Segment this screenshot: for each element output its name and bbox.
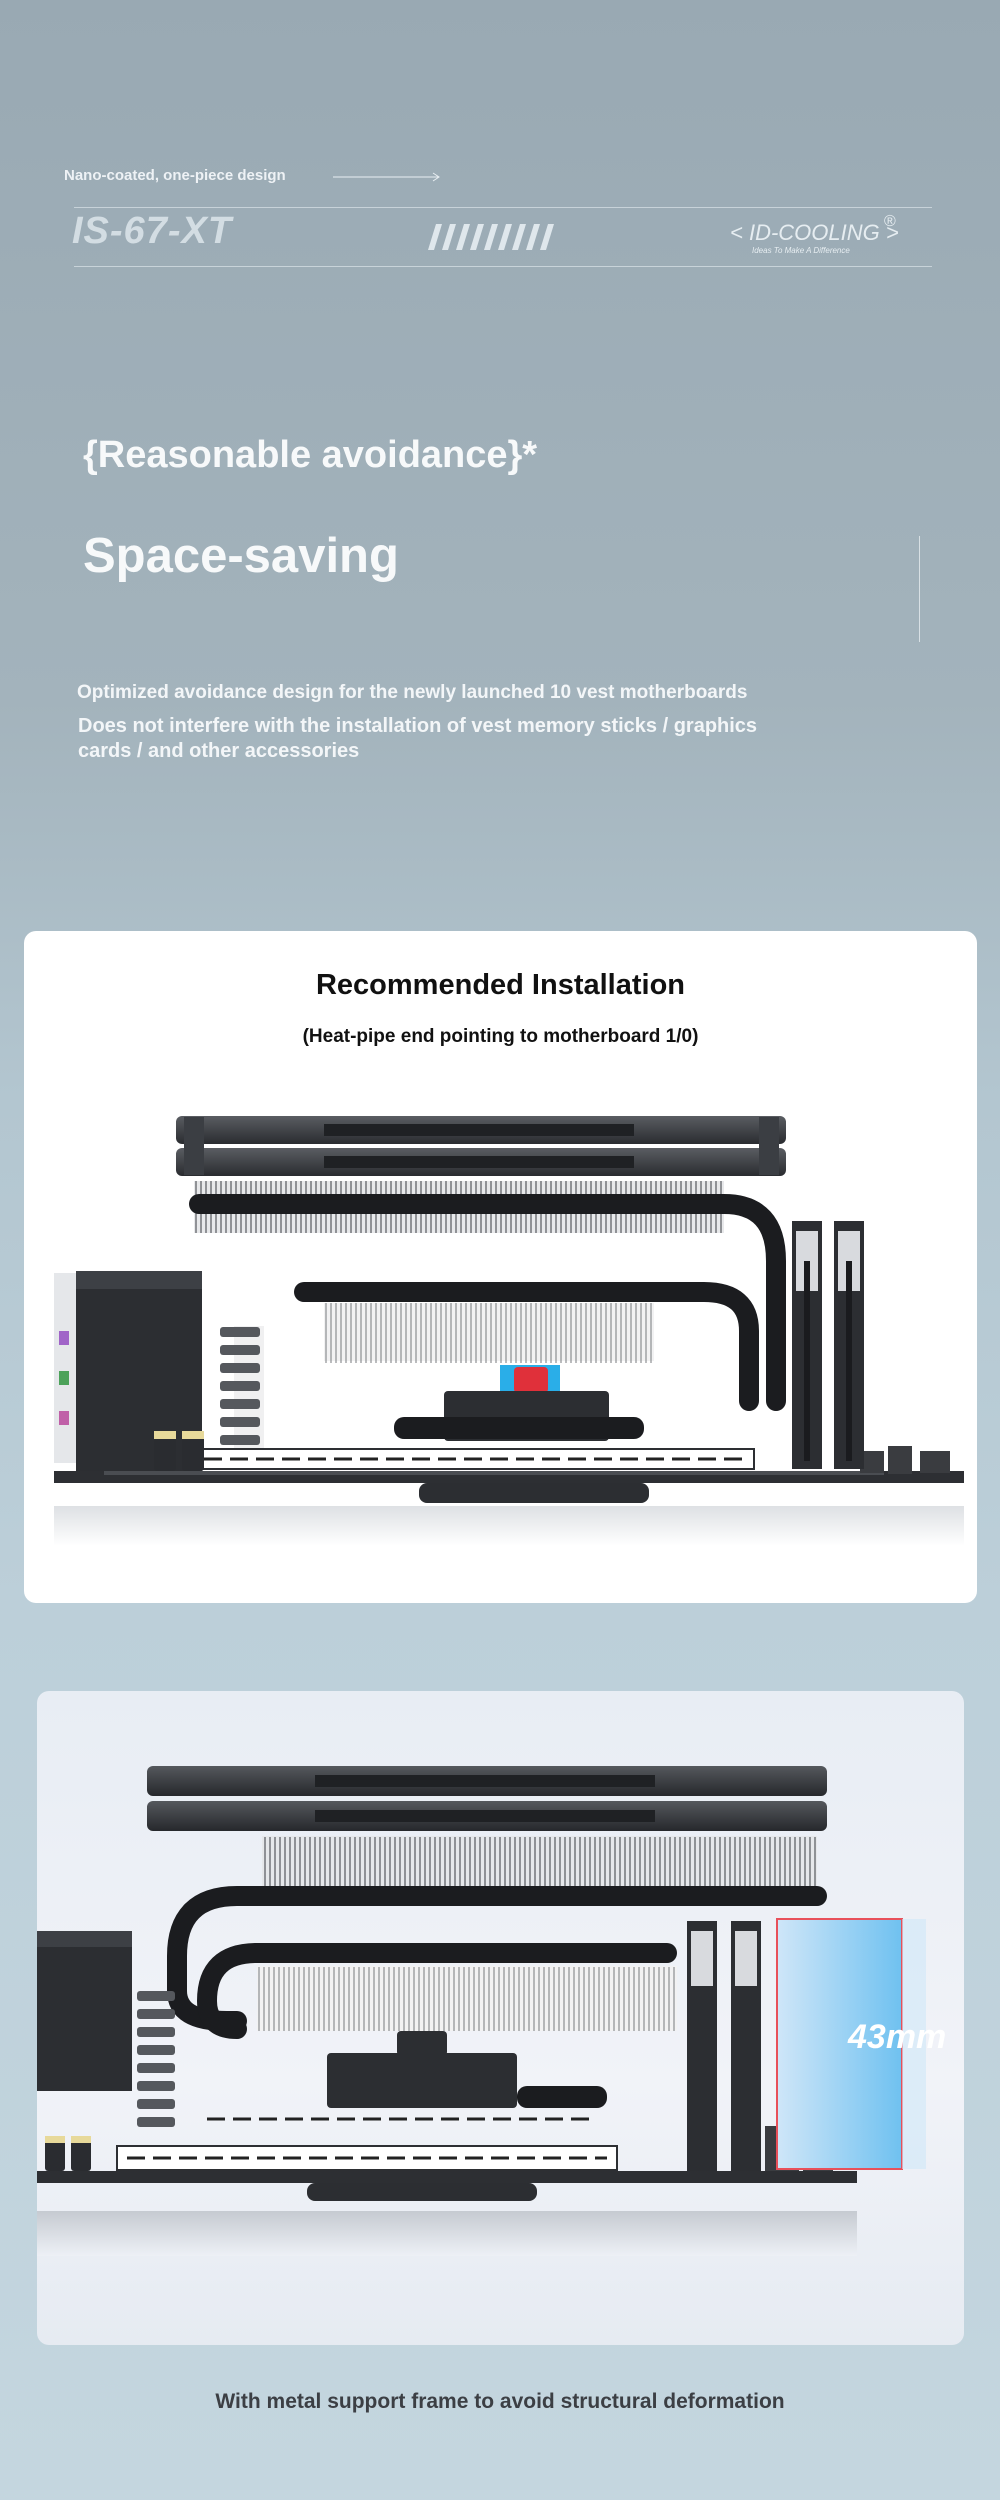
tagline: Nano-coated, one-piece design <box>64 167 286 184</box>
description-line-1: Optimized avoidance design for the newly… <box>77 682 748 703</box>
model-name: IS-67-XT <box>72 210 233 252</box>
hero-subheading: Space-saving <box>83 529 399 583</box>
install-card: Recommended Installation (Heat-pipe end … <box>24 931 977 1603</box>
registered-mark: ® <box>884 213 896 230</box>
divider-bottom <box>74 266 932 267</box>
io-shroud <box>54 1271 264 1471</box>
hero-heading: {Reasonable avoidance}* <box>83 434 538 476</box>
memory-slots <box>792 1221 864 1469</box>
clearance-dimension-label: 43mm <box>848 2018 947 2056</box>
clearance-card <box>37 1691 964 2345</box>
fan-assembly <box>176 1116 786 1176</box>
divider-top <box>74 207 932 208</box>
cooler-installation-illustration <box>54 1116 964 1546</box>
slash-pattern-icon <box>428 224 554 250</box>
brand-slogan: Ideas To Make A Difference <box>752 246 850 255</box>
heat-pipes <box>189 1194 786 1411</box>
vertical-divider <box>919 536 920 642</box>
arrow-icon <box>333 172 440 182</box>
footer-caption: With metal support frame to avoid struct… <box>215 2390 785 2413</box>
install-title: Recommended Installation <box>315 969 685 1001</box>
cooler-clearance-illustration <box>37 1766 926 2256</box>
cpu-chip <box>514 1367 548 1393</box>
install-subtitle: (Heat-pipe end pointing to motherboard 1… <box>302 1026 699 1047</box>
clearance-zone <box>777 1919 902 2169</box>
brand-logo: < ID-COOLING > <box>730 220 899 245</box>
description-line-2: Does not interfere with the installation… <box>78 715 758 762</box>
capacitors <box>154 1431 950 1474</box>
